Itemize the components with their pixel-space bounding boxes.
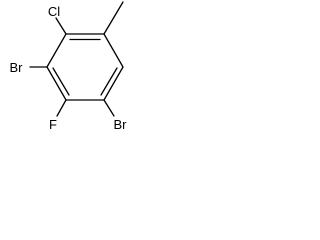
ring-bond-c3-c4 <box>103 66 124 101</box>
methyl-bond <box>103 1 124 35</box>
bromine-right-label: Br <box>114 117 128 132</box>
fluorine-label: F <box>49 117 57 132</box>
ring-bond-c6-c1 <box>46 33 67 68</box>
substituent-bonds <box>29 1 124 117</box>
structure-canvas: Cl Br F Br <box>0 0 146 155</box>
fluoro-bond <box>56 99 67 117</box>
bromine-left-label: Br <box>10 60 24 75</box>
bromo-right-bond <box>103 99 115 117</box>
ring-bond-c5-c6 <box>46 66 67 101</box>
chloro-bond <box>55 17 67 35</box>
benzene-ring <box>46 33 124 101</box>
double-bond-inner-c3-c4 <box>100 67 118 96</box>
ring-bond-c2-c3 <box>103 33 124 68</box>
molecule-structure: Cl Br F Br <box>10 1 128 132</box>
chlorine-label: Cl <box>48 4 60 19</box>
double-bond-inner-c5-c6 <box>52 67 70 96</box>
